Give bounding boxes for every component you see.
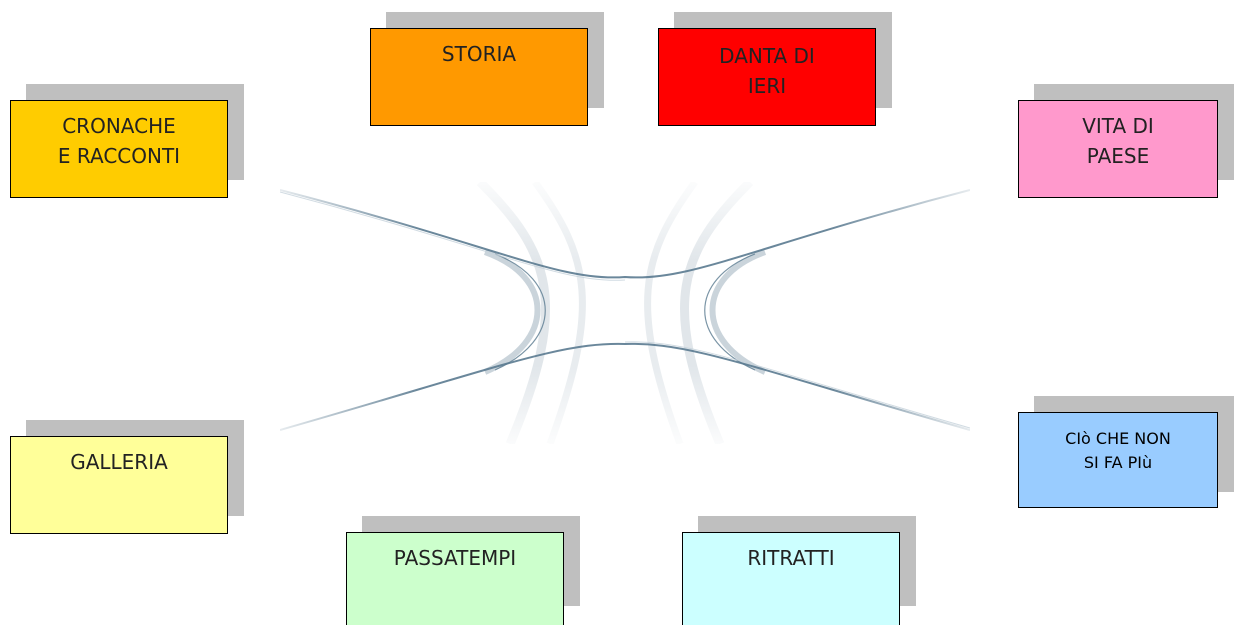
- ritratti-label: RITRATTI: [747, 546, 835, 570]
- galleria-label: GALLERIA: [70, 450, 168, 474]
- storia-button[interactable]: STORIA: [370, 28, 588, 126]
- cronache-label: CRONACHE E RACCONTI: [57, 114, 181, 168]
- vita-di-paese-label: VITA DI PAESE: [1082, 114, 1154, 168]
- vita-di-paese-button[interactable]: VITA DI PAESE: [1018, 100, 1218, 198]
- galleria-button[interactable]: GALLERIA: [10, 436, 228, 534]
- cronache-button[interactable]: CRONACHE E RACCONTI: [10, 100, 228, 198]
- passatempi-button[interactable]: PASSATEMPI: [346, 532, 564, 625]
- passatempi-label: PASSATEMPI: [393, 546, 517, 570]
- curved-x-connector-icon: [280, 182, 970, 444]
- cio-che-non-si-fa-piu-label: CIò CHE NON SI FA PIù: [1065, 429, 1171, 472]
- ritratti-button[interactable]: RITRATTI: [682, 532, 900, 625]
- danta-di-ieri-button[interactable]: DANTA DI IERI: [658, 28, 876, 126]
- cio-che-non-si-fa-piu-button[interactable]: CIò CHE NON SI FA PIù: [1018, 412, 1218, 508]
- danta-di-ieri-label: DANTA DI IERI: [719, 44, 815, 98]
- storia-label: STORIA: [441, 42, 517, 66]
